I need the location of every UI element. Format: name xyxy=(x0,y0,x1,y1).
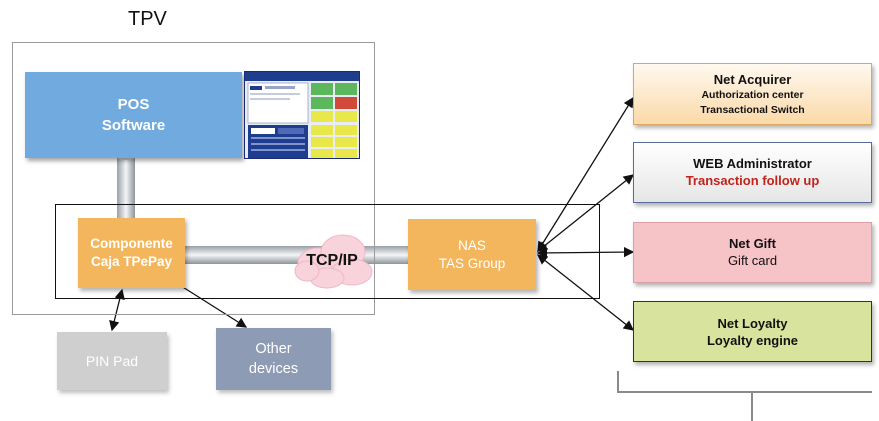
arrow-componente-otherdevices xyxy=(177,283,248,328)
right-bracket xyxy=(617,371,872,421)
connection-frame xyxy=(55,204,600,299)
componente-line1: Componente xyxy=(90,236,173,251)
pin-pad-label: PIN Pad xyxy=(85,353,139,369)
net-gift-line1: Gift card xyxy=(727,253,778,268)
net-gift-box: Net Gift Gift card xyxy=(633,222,872,283)
other-devices-line1: Other xyxy=(255,341,292,357)
tcpip-label: TCP/IP xyxy=(306,252,358,269)
pipe-pos-to-componente xyxy=(117,157,135,219)
pin-pad-box: PIN Pad xyxy=(57,332,167,390)
arrow-componente-pinpad xyxy=(109,288,125,332)
componente-line2: Caja TPePay xyxy=(90,254,173,269)
diagram-title: TPV xyxy=(128,8,167,30)
nas-box: NAS TAS Group xyxy=(408,219,536,290)
net-acquirer-line1: Authorization center xyxy=(701,88,804,101)
pos-software-box: POS Software xyxy=(25,72,242,158)
net-acquirer-line2: Transactional Switch xyxy=(700,103,805,116)
web-admin-title: WEB Administrator xyxy=(693,156,812,171)
pos-screen-thumbnail xyxy=(244,71,360,159)
pos-line2: Software xyxy=(101,117,166,134)
arrow-nas-gift xyxy=(536,246,635,259)
nas-line1: NAS xyxy=(458,237,486,253)
arrow-nas-web xyxy=(536,174,635,252)
net-loyalty-box: Net Loyalty Loyalty engine xyxy=(633,301,872,362)
net-loyalty-line1: Loyalty engine xyxy=(706,332,799,348)
pos-screen-image xyxy=(245,72,359,158)
web-admin-line1: Transaction follow up xyxy=(685,173,820,188)
net-gift-title: Net Gift xyxy=(729,236,776,251)
pos-line1: POS xyxy=(117,96,150,113)
web-administrator-box: WEB Administrator Transaction follow up xyxy=(633,142,872,203)
cloud-icon xyxy=(294,234,373,289)
componente-caja-box: Componente Caja TPePay xyxy=(78,218,185,288)
tpv-frame xyxy=(12,42,375,315)
arrow-nas-loyalty xyxy=(536,254,635,331)
other-devices-box: Other devices xyxy=(216,328,331,390)
net-acquirer-title: Net Acquirer xyxy=(713,71,792,87)
nas-line2: TAS Group xyxy=(438,255,506,271)
net-acquirer-box: Net Acquirer Authorization center Transa… xyxy=(633,63,872,125)
other-devices-line2: devices xyxy=(248,361,299,377)
net-loyalty-title: Net Loyalty xyxy=(717,315,788,331)
